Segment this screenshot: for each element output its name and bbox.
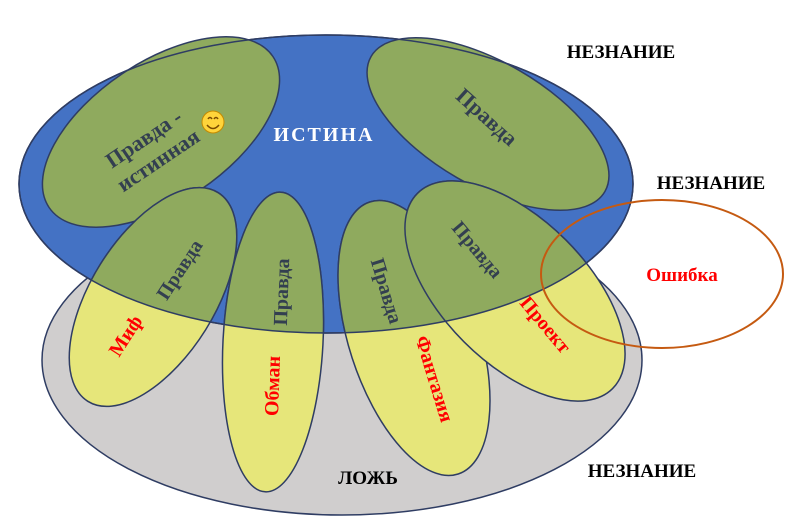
lie-region-label: ЛОЖЬ [338, 468, 398, 489]
ignorance-label-middle: НЕЗНАНИЕ [657, 173, 765, 194]
error-label: Ошибка [646, 265, 718, 286]
smiley-face-icon [201, 110, 225, 134]
error-region [540, 199, 784, 349]
truth-region-label: ИСТИНА [274, 124, 375, 146]
petal-deceit-truth-label: Правда [270, 258, 294, 326]
ignorance-label-bottom: НЕЗНАНИЕ [588, 461, 696, 482]
petal-truth-right [366, 36, 610, 212]
petal-deceit-false-label: Обман [261, 356, 285, 417]
ignorance-label-top: НЕЗНАНИЕ [567, 42, 675, 63]
